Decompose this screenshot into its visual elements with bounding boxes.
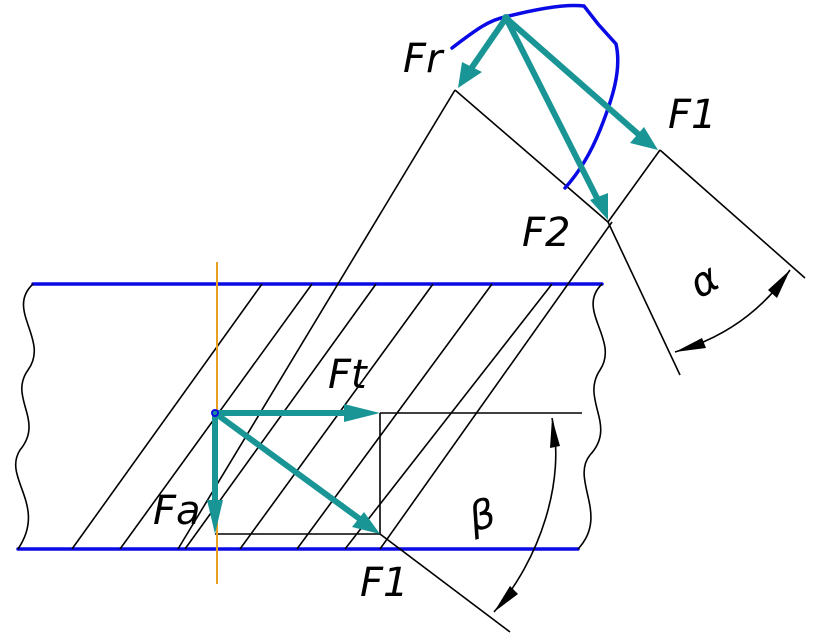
pitch-contour	[450, 3, 620, 190]
vector-fr-arrowhead	[458, 62, 482, 88]
force-labels: Fr F1 F2 α Ft Fa F1 β	[153, 36, 727, 606]
label-beta: β	[463, 490, 501, 541]
vector-f1-lower	[212, 410, 371, 528]
force-origin-upper	[502, 14, 510, 22]
label-f2: F2	[522, 210, 570, 256]
construction-lines	[177, 89, 806, 633]
label-fr: Fr	[403, 36, 445, 82]
label-f1-top: F1	[668, 92, 716, 138]
gear-body-outline	[14, 282, 607, 551]
force-origin-lower	[211, 409, 219, 417]
vector-f2	[503, 15, 605, 211]
label-alpha: α	[681, 255, 727, 308]
vector-f1-upper	[503, 15, 648, 143]
vector-fr	[463, 15, 509, 79]
vector-fa-arrowhead	[207, 500, 223, 534]
alpha-angle-arc	[674, 269, 791, 353]
vector-f2-arrowhead	[590, 193, 608, 220]
label-f1-bottom: F1	[360, 560, 408, 606]
vector-f1-upper-arrowhead	[630, 127, 658, 150]
lower-force-vectors	[207, 404, 380, 534]
label-fa: Fa	[153, 488, 201, 534]
gear-right-break-line	[577, 283, 607, 550]
upper-force-vectors	[458, 14, 658, 220]
vector-ft-arrowhead	[344, 404, 380, 422]
beta-angle-arc	[493, 417, 560, 613]
label-ft: Ft	[328, 352, 368, 398]
gear-left-break-line	[14, 283, 35, 550]
vector-f1-lower-arrowhead	[352, 512, 380, 534]
